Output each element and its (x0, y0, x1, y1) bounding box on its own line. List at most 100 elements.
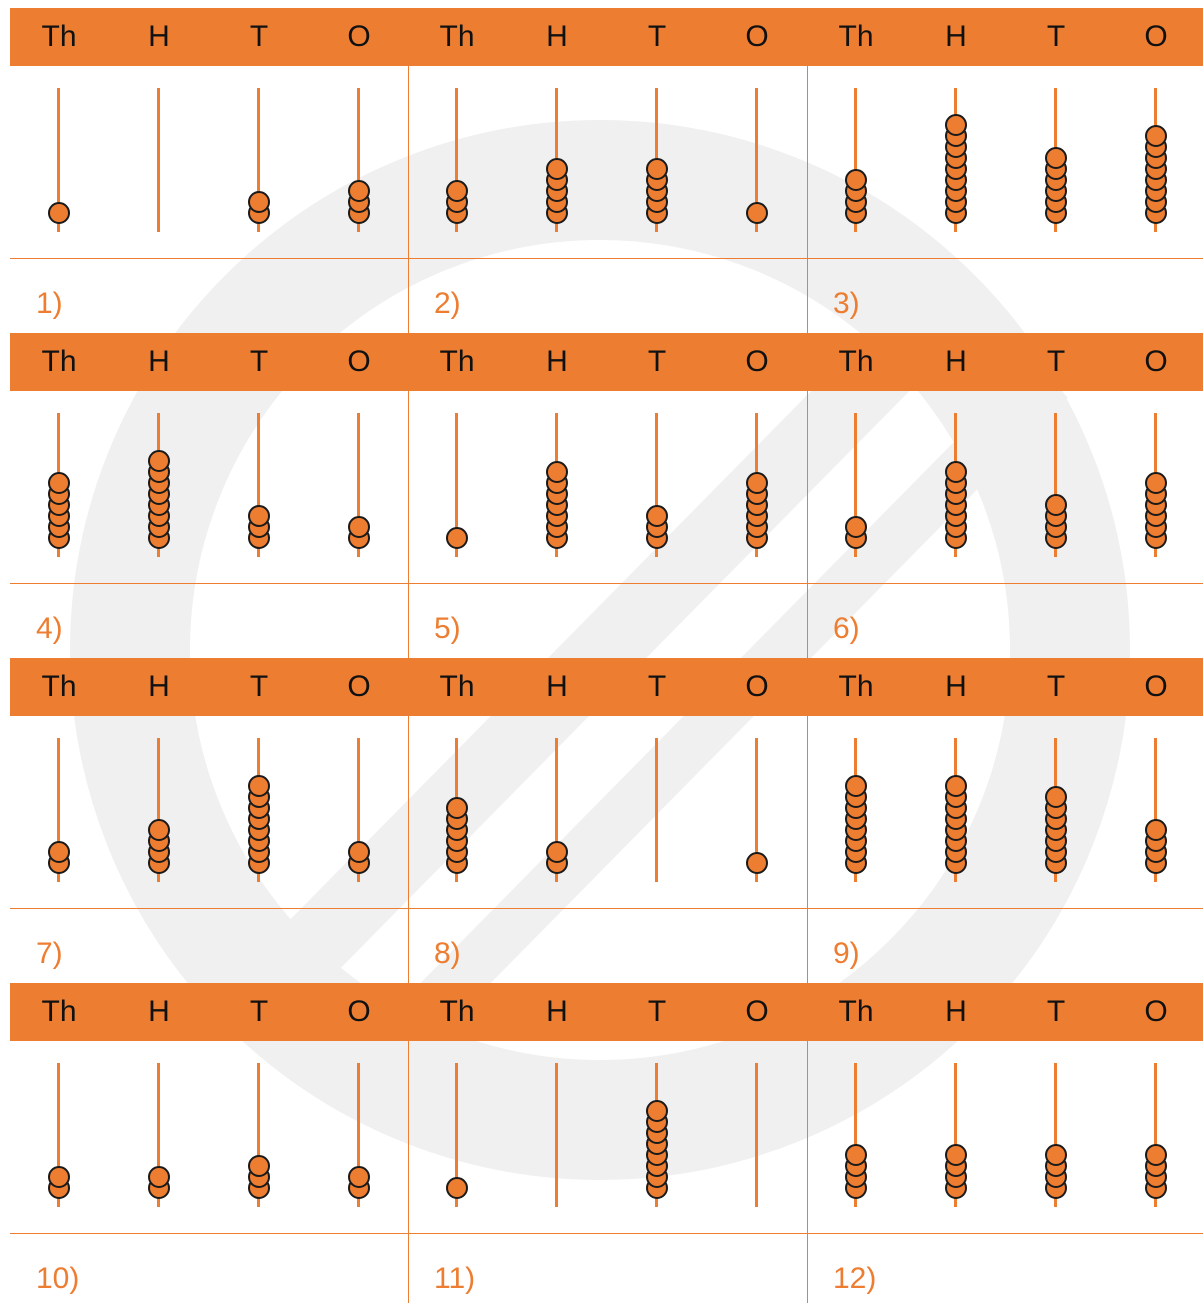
column-header-tens: T (250, 983, 268, 1041)
panel-divider (807, 66, 808, 333)
abacus-bead (1045, 786, 1067, 808)
column-header-hundreds: H (945, 658, 967, 716)
abacus-bead (1145, 472, 1167, 494)
column-header-tens: T (250, 8, 268, 66)
abacus-bead (148, 819, 170, 841)
header-band (10, 8, 1203, 66)
abacus-bead (646, 158, 668, 180)
abacus-bead (446, 1177, 468, 1199)
abacus-bead (945, 1144, 967, 1166)
column-header-ones: O (347, 983, 370, 1041)
column-header-thousands: Th (41, 658, 76, 716)
abacus-bead (148, 450, 170, 472)
abacus-bead (48, 472, 70, 494)
abacus-bead (1045, 1144, 1067, 1166)
abacus-bead (945, 461, 967, 483)
question-number: 10) (36, 1261, 79, 1297)
abacus-bead (248, 775, 270, 797)
column-header-thousands: Th (41, 333, 76, 391)
question-number: 11) (434, 1261, 475, 1297)
column-header-hundreds: H (945, 333, 967, 391)
column-header-thousands: Th (439, 658, 474, 716)
column-header-tens: T (648, 8, 666, 66)
row-divider (10, 908, 1203, 909)
question-number: 5) (434, 611, 461, 647)
column-header-hundreds: H (148, 8, 170, 66)
abacus-bead (48, 202, 70, 224)
abacus-bead (1045, 147, 1067, 169)
column-header-ones: O (745, 983, 768, 1041)
column-header-ones: O (1144, 658, 1167, 716)
abacus-bead (845, 516, 867, 538)
abacus-bead (446, 797, 468, 819)
abacus-bead (746, 202, 768, 224)
column-header-thousands: Th (838, 658, 873, 716)
question-number: 2) (434, 286, 461, 322)
abacus-bead (348, 1166, 370, 1188)
header-band (10, 333, 1203, 391)
abacus-bead (248, 191, 270, 213)
column-header-hundreds: H (546, 983, 568, 1041)
abacus-bead (845, 1144, 867, 1166)
abacus-bead (48, 1166, 70, 1188)
abacus-bead (546, 158, 568, 180)
column-header-thousands: Th (439, 983, 474, 1041)
question-number: 8) (434, 936, 461, 972)
column-header-ones: O (1144, 8, 1167, 66)
column-header-tens: T (1047, 8, 1065, 66)
column-header-ones: O (1144, 333, 1167, 391)
column-header-tens: T (250, 658, 268, 716)
column-header-hundreds: H (546, 8, 568, 66)
abacus-bead (48, 841, 70, 863)
column-header-hundreds: H (148, 658, 170, 716)
abacus-bead (845, 775, 867, 797)
panel-divider (408, 66, 409, 333)
panel-divider (807, 1041, 808, 1303)
column-header-hundreds: H (546, 333, 568, 391)
abacus-bead (845, 169, 867, 191)
abacus-bead (248, 1155, 270, 1177)
abacus-rod-hundreds (555, 1063, 558, 1207)
column-header-thousands: Th (838, 333, 873, 391)
header-band (10, 658, 1203, 716)
question-number: 12) (833, 1261, 876, 1297)
panel-divider (408, 1041, 409, 1303)
question-number: 9) (833, 936, 860, 972)
question-number: 4) (36, 611, 63, 647)
abacus-rod-hundreds (157, 88, 160, 232)
question-number: 7) (36, 936, 63, 972)
question-number: 3) (833, 286, 860, 322)
abacus-bead (746, 852, 768, 874)
abacus-bead (746, 472, 768, 494)
abacus-bead (945, 775, 967, 797)
abacus-bead (248, 505, 270, 527)
abacus-bead (1045, 494, 1067, 516)
abacus-bead (348, 180, 370, 202)
abacus-rod-ones (755, 1063, 758, 1207)
panel-divider (408, 391, 409, 658)
column-header-hundreds: H (148, 983, 170, 1041)
abacus-bead (646, 1100, 668, 1122)
abacus-bead (348, 516, 370, 538)
row-divider (10, 258, 1203, 259)
abacus-bead (446, 527, 468, 549)
column-header-ones: O (347, 8, 370, 66)
abacus-bead (945, 114, 967, 136)
abacus-bead (148, 1166, 170, 1188)
abacus-bead (646, 505, 668, 527)
abacus-bead (546, 461, 568, 483)
panel-divider (408, 716, 409, 983)
header-band (10, 983, 1203, 1041)
column-header-thousands: Th (838, 8, 873, 66)
abacus-bead (1145, 1144, 1167, 1166)
column-header-hundreds: H (945, 983, 967, 1041)
question-number: 6) (833, 611, 860, 647)
column-header-ones: O (745, 8, 768, 66)
abacus-bead (348, 841, 370, 863)
column-header-tens: T (648, 333, 666, 391)
column-header-ones: O (347, 658, 370, 716)
panel-divider (807, 391, 808, 658)
abacus-bead (1145, 819, 1167, 841)
column-header-thousands: Th (41, 8, 76, 66)
abacus-bead (1145, 125, 1167, 147)
